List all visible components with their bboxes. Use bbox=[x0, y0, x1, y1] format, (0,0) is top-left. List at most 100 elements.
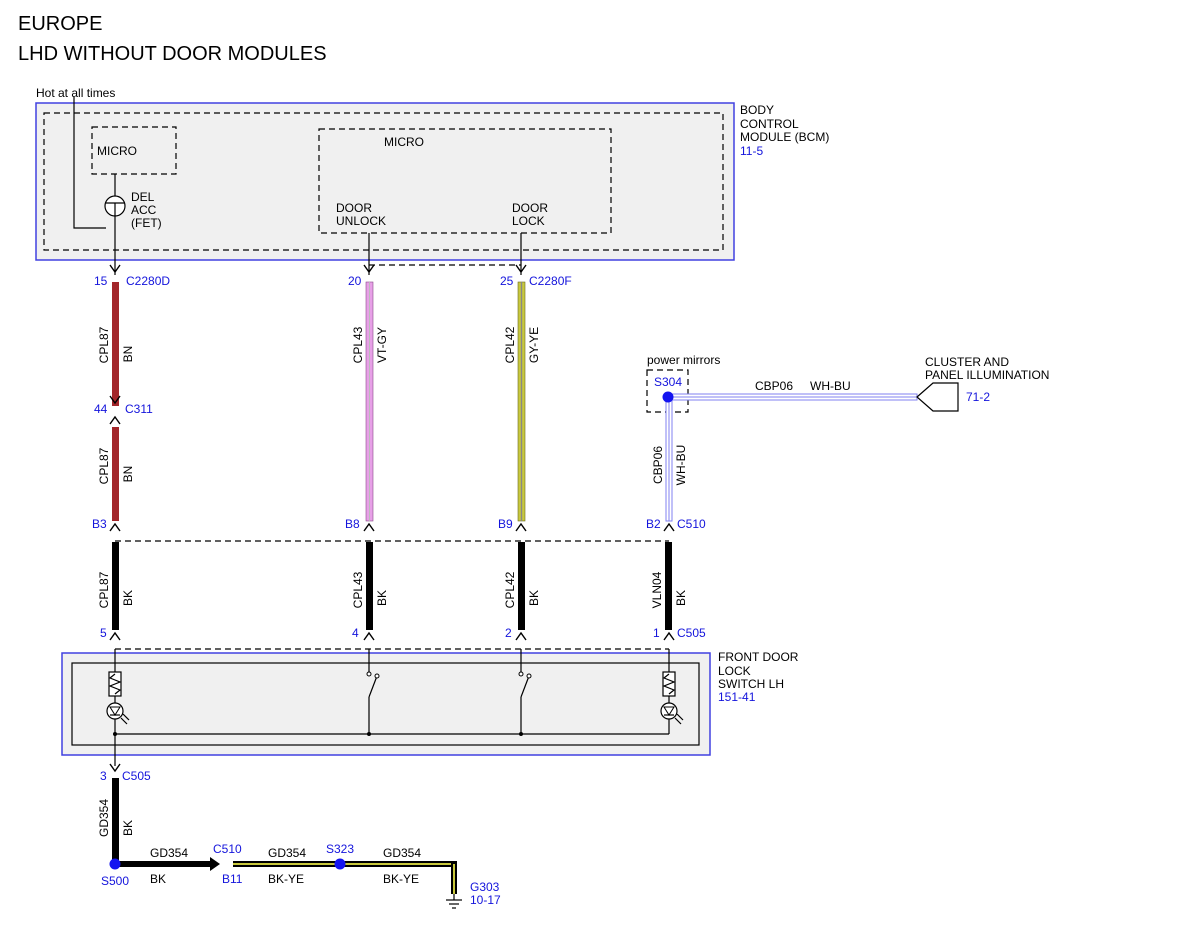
wire-cbp06-circuit: CBP06 bbox=[651, 446, 665, 484]
right-led-diode bbox=[663, 706, 675, 716]
connector-chevron-icon bbox=[663, 631, 675, 641]
wire-vln04-bk-circuit: VLN04 bbox=[650, 571, 664, 608]
wire-cpl87-circuit-mid: CPL87 bbox=[97, 447, 111, 484]
left-resistor-zigzag bbox=[108, 673, 122, 695]
c505-pin-1: 1 bbox=[653, 626, 660, 640]
bus-junction-115 bbox=[113, 732, 117, 736]
switch-label-line3: SWITCH LH bbox=[718, 677, 784, 691]
connector-chevron-icon bbox=[363, 522, 375, 532]
wire-cpl42-bk bbox=[518, 542, 525, 630]
c505-pin-2: 2 bbox=[505, 626, 512, 640]
s323-splice-dot bbox=[334, 858, 346, 870]
lock-switch-contact-top bbox=[518, 671, 524, 677]
wire-cpl43-bk-circuit: CPL43 bbox=[351, 571, 365, 608]
fet-label-3: (FET) bbox=[131, 216, 162, 230]
g303-label: G303 bbox=[470, 880, 500, 894]
switch-inner-box bbox=[71, 662, 700, 746]
wire-cpl43-circuit: CPL43 bbox=[351, 326, 365, 363]
g303-ref: 10-17 bbox=[470, 893, 501, 907]
left-led-diode bbox=[109, 706, 121, 716]
ground-seg1-circuit: GD354 bbox=[150, 846, 188, 860]
s500-splice-dot bbox=[109, 858, 121, 870]
s304-label: S304 bbox=[654, 375, 682, 389]
unlock-switch-contact-top bbox=[366, 671, 372, 677]
ground-c505-label: C505 bbox=[122, 769, 151, 783]
unlock-switch-icon bbox=[368, 675, 378, 698]
c311-pin: 44 bbox=[94, 402, 108, 416]
ground-c510-label: C510 bbox=[213, 842, 242, 856]
bcm-label-line1: BODY bbox=[740, 103, 774, 117]
bus-junction-521 bbox=[519, 732, 523, 736]
c510-pin-b8: B8 bbox=[345, 517, 360, 531]
wire-cpl43-bk-color: BK bbox=[375, 590, 389, 606]
connector-chevron-icon bbox=[109, 415, 121, 425]
connector-c2280f: C2280F bbox=[529, 274, 572, 288]
door-unlock-label-2: UNLOCK bbox=[336, 214, 386, 228]
wire-cpl42-circuit: CPL42 bbox=[503, 326, 517, 363]
micro-left-box bbox=[91, 126, 177, 175]
ground-seg1-color: BK bbox=[150, 872, 166, 886]
cluster-wire-circuit: CBP06 bbox=[755, 379, 793, 393]
ground-c505-pin: 3 bbox=[100, 769, 107, 783]
unlock-switch-contact-side bbox=[374, 673, 380, 679]
c505-pin-4: 4 bbox=[352, 626, 359, 640]
hot-at-all-times-label: Hot at all times bbox=[36, 86, 115, 100]
pin-20: 20 bbox=[348, 274, 362, 288]
wire-cpl42-bk-color: BK bbox=[527, 590, 541, 606]
connector-chevron-icon bbox=[363, 264, 375, 274]
connector-chevron-icon bbox=[663, 522, 675, 532]
ground-seg2-color: BK-YE bbox=[268, 872, 304, 886]
connector-chevron-icon bbox=[363, 631, 375, 641]
s323-label: S323 bbox=[326, 842, 354, 856]
wire-cpl87-color-upper: BN bbox=[121, 346, 135, 363]
c510-pin-b2: B2 bbox=[646, 517, 661, 531]
wire-vln04-bk-color: BK bbox=[674, 590, 688, 606]
cluster-label-line1: CLUSTER AND bbox=[925, 355, 1009, 369]
wire-cpl42-bk-circuit: CPL42 bbox=[503, 571, 517, 608]
connector-chevron-icon bbox=[109, 264, 121, 274]
ground-symbol-icon bbox=[446, 894, 462, 909]
wire-cbp06-color: WH-BU bbox=[674, 445, 688, 486]
ground-c510-pin: B11 bbox=[222, 872, 243, 886]
wire-cpl87-bk-circuit: CPL87 bbox=[97, 571, 111, 608]
wire-cpl87-bn-upper bbox=[112, 282, 119, 406]
connector-chevron-icon bbox=[109, 395, 121, 405]
hot-feed-line bbox=[73, 97, 106, 229]
door-lock-label-2: LOCK bbox=[512, 214, 545, 228]
power-mirrors-label: power mirrors bbox=[647, 353, 720, 367]
wire-cpl87-bk bbox=[112, 542, 119, 630]
ground-seg3-circuit: GD354 bbox=[383, 846, 421, 860]
right-resistor-zigzag bbox=[662, 673, 676, 695]
s500-label: S500 bbox=[101, 874, 129, 888]
connector-chevron-icon bbox=[515, 264, 527, 274]
switch-label-line2: LOCK bbox=[718, 664, 751, 678]
c510-label: C510 bbox=[677, 517, 706, 531]
wire-cpl43-color: VT-GY bbox=[375, 327, 389, 363]
left-led-ray-2 bbox=[120, 717, 128, 725]
connector-chevron-icon bbox=[109, 763, 121, 773]
fet-label-1: DEL bbox=[131, 190, 155, 204]
c510-pin-b9: B9 bbox=[498, 517, 513, 531]
fet-label-2: ACC bbox=[131, 203, 157, 217]
pin-15: 15 bbox=[94, 274, 108, 288]
wire-cpl87-circuit-upper: CPL87 bbox=[97, 326, 111, 363]
bcm-ref: 11-5 bbox=[740, 144, 763, 158]
bcm-label-line3: MODULE (BCM) bbox=[740, 130, 829, 144]
door-lock-label-1: DOOR bbox=[512, 201, 548, 215]
ground-vertical-circuit: GD354 bbox=[97, 799, 111, 837]
micro-right-label: MICRO bbox=[384, 135, 424, 149]
c505-label: C505 bbox=[677, 626, 706, 640]
cluster-label-line2: PANEL ILLUMINATION bbox=[925, 368, 1049, 382]
door-unlock-label-1: DOOR bbox=[336, 201, 372, 215]
wire-cpl43-bk bbox=[366, 542, 373, 630]
pin-25: 25 bbox=[500, 274, 514, 288]
c311-connector: C311 bbox=[125, 402, 153, 416]
title-line2: LHD WITHOUT DOOR MODULES bbox=[18, 43, 327, 65]
wire-cpl87-bn-lower bbox=[112, 427, 119, 521]
title-line1: EUROPE bbox=[18, 13, 102, 35]
bus-junction-369 bbox=[367, 732, 371, 736]
cluster-ref: 71-2 bbox=[966, 390, 990, 404]
connector-chevron-icon bbox=[515, 522, 527, 532]
cluster-wire-color: WH-BU bbox=[810, 379, 851, 393]
